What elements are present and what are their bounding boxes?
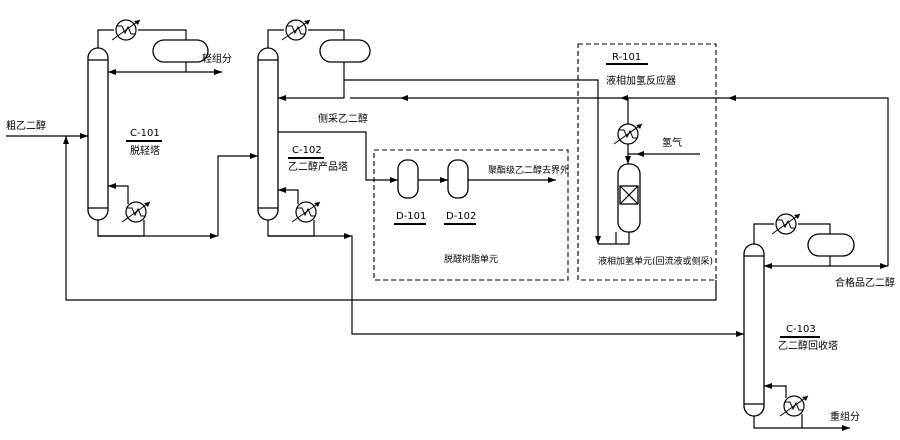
c102-name: 乙二醇产品塔: [288, 160, 348, 173]
feed-crude-eg: 粗乙二醇: [6, 119, 88, 139]
qualified-eg-label: 合格品乙二醇: [835, 276, 895, 289]
d101-tag: D-101: [396, 211, 426, 222]
hydrogenation-unit-boundary: [577, 43, 717, 281]
c103-tag: C-103: [786, 324, 816, 335]
resin-unit-boundary: [373, 149, 569, 281]
polyester-eg-label: 聚酯级乙二醇去界外: [488, 164, 569, 176]
c103-reboiler-icon: [779, 395, 809, 417]
resin-unit: 聚酯级乙二醇去界外 D-101 D-102 脱醛树脂单元: [373, 149, 569, 281]
side-draw-label: 侧采乙二醇: [318, 112, 368, 125]
c101-reflux-drum: [152, 39, 209, 63]
c103-reflux-drum: [807, 233, 855, 257]
c102-condenser-icon: [281, 19, 311, 41]
heavy-ends-label: 重组分: [830, 410, 860, 423]
c103-name: 乙二醇回收塔: [778, 339, 838, 352]
r101-heater-icon: [613, 123, 643, 145]
c102-reboiler-icon: [291, 201, 321, 223]
light-ends-label: 轻组分: [202, 52, 232, 65]
column-c103: 合格品乙二醇 C-103 乙二醇回收塔 重组分: [63, 95, 895, 431]
c101-reboiler-icon: [121, 201, 151, 223]
c101-vessel: [87, 47, 109, 221]
c101-condenser-icon: [111, 19, 141, 41]
c102-tag: C-102: [292, 145, 322, 156]
c102-vessel: [257, 47, 279, 221]
c101-tag: C-101: [130, 128, 160, 139]
d101-vessel: [397, 159, 419, 199]
d102-tag: D-102: [446, 211, 476, 222]
column-c102: 侧采乙二醇 C-102 乙二醇产品塔: [257, 19, 744, 335]
c103-vessel: [743, 243, 765, 417]
feed-arrow: [80, 133, 88, 139]
hydrogenation-unit-label: 液相加氢单元(回流液或侧采): [598, 255, 713, 267]
c102-reflux-drum: [319, 39, 371, 63]
crude-eg-label: 粗乙二醇: [6, 119, 46, 132]
hydrogenation-unit: R-101 液相加氢反应器 氢气 液相加氢单元(回流液或侧采): [577, 43, 717, 281]
r101-name: 液相加氢反应器: [606, 74, 676, 87]
r101-tag: R-101: [612, 52, 641, 63]
hydrogen-label: 氢气: [662, 136, 682, 149]
column-c101: 轻组分 C-101 脱轻塔: [87, 19, 258, 239]
resin-unit-label: 脱醛树脂单元: [444, 253, 498, 265]
c103-condenser-icon: [771, 213, 801, 235]
c101-name: 脱轻塔: [130, 144, 160, 157]
d102-vessel: [447, 159, 469, 199]
